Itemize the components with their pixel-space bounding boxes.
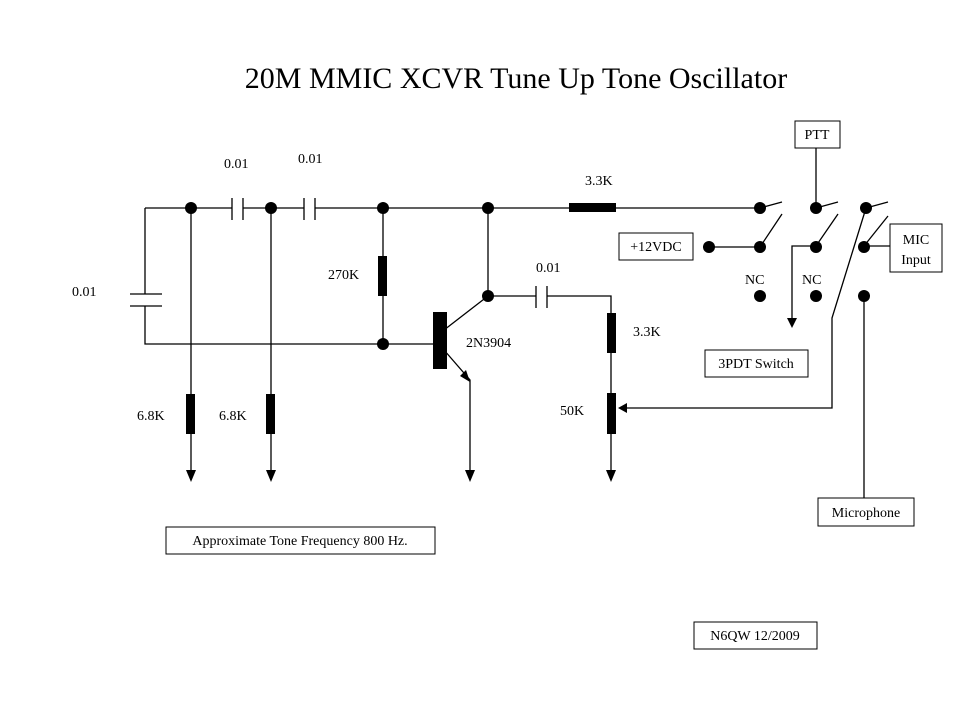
transistor-base-bar bbox=[433, 312, 447, 369]
switch-label-box: 3PDT Switch bbox=[704, 349, 809, 378]
emitter-arrow-icon bbox=[460, 370, 470, 382]
label-resistor-ground-1: 6.8K bbox=[137, 409, 165, 424]
diagram-title: 20M MMIC XCVR Tune Up Tone Oscillator bbox=[245, 62, 787, 95]
capacitors bbox=[130, 198, 548, 308]
label-capacitor-left: 0.01 bbox=[72, 285, 97, 300]
ptt-label: PTT bbox=[805, 128, 830, 143]
ground-arrow-icon bbox=[465, 470, 475, 482]
label-capacitor-top-2: 0.01 bbox=[298, 152, 323, 167]
label-resistor-ground-2: 6.8K bbox=[219, 409, 247, 424]
label-capacitor-top-1: 0.01 bbox=[224, 157, 249, 172]
frequency-note: Approximate Tone Frequency 800 Hz. bbox=[192, 534, 407, 549]
supply-label: +12VDC bbox=[630, 240, 681, 255]
mic-input-label-line2: Input bbox=[901, 253, 931, 268]
label-resistor-collector: 3.3K bbox=[585, 174, 613, 189]
resistors bbox=[186, 203, 627, 434]
ground-arrow-icon bbox=[186, 470, 196, 482]
frequency-note-box: Approximate Tone Frequency 800 Hz. bbox=[165, 526, 436, 555]
ground-arrow-icon bbox=[606, 470, 616, 482]
resistor-ground-1 bbox=[186, 394, 195, 434]
resistor-ground-2 bbox=[266, 394, 275, 434]
resistor-output bbox=[607, 313, 616, 353]
author-note: N6QW 12/2009 bbox=[710, 629, 800, 644]
label-resistor-output: 3.3K bbox=[633, 325, 661, 340]
mic-input-label-line1: MIC bbox=[903, 233, 929, 248]
junction-dots bbox=[185, 202, 872, 350]
ground-arrow-icon bbox=[266, 470, 276, 482]
ground-arrow-icon bbox=[787, 318, 797, 328]
supply-box: +12VDC bbox=[618, 232, 694, 261]
label-nc-2: NC bbox=[802, 273, 821, 288]
capacitor-top-1 bbox=[231, 198, 244, 220]
switch-label: 3PDT Switch bbox=[718, 357, 794, 372]
microphone-box: Microphone bbox=[817, 497, 915, 527]
resistor-collector bbox=[569, 203, 616, 212]
label-potentiometer: 50K bbox=[560, 404, 584, 419]
transistor-2n3904 bbox=[433, 312, 470, 382]
label-nc-1: NC bbox=[745, 273, 764, 288]
wires bbox=[144, 148, 890, 498]
capacitor-left bbox=[130, 293, 162, 307]
microphone-label: Microphone bbox=[832, 506, 900, 521]
author-box: N6QW 12/2009 bbox=[693, 621, 818, 650]
label-resistor-bias: 270K bbox=[328, 268, 359, 283]
capacitor-top-2 bbox=[303, 198, 316, 220]
label-transistor: 2N3904 bbox=[466, 336, 511, 351]
wiper-arrow-icon bbox=[618, 403, 627, 413]
ptt-box: PTT bbox=[794, 120, 841, 149]
component-labels: 0.01 0.01 0.01 0.01 270K 6.8K 6.8K 3.3K … bbox=[72, 152, 821, 424]
ground-arrows bbox=[186, 318, 797, 482]
resistor-bias bbox=[378, 256, 387, 296]
potentiometer bbox=[607, 393, 616, 434]
capacitor-out bbox=[535, 286, 548, 308]
label-capacitor-out: 0.01 bbox=[536, 261, 561, 276]
mic-input-box: MIC Input bbox=[889, 223, 943, 273]
